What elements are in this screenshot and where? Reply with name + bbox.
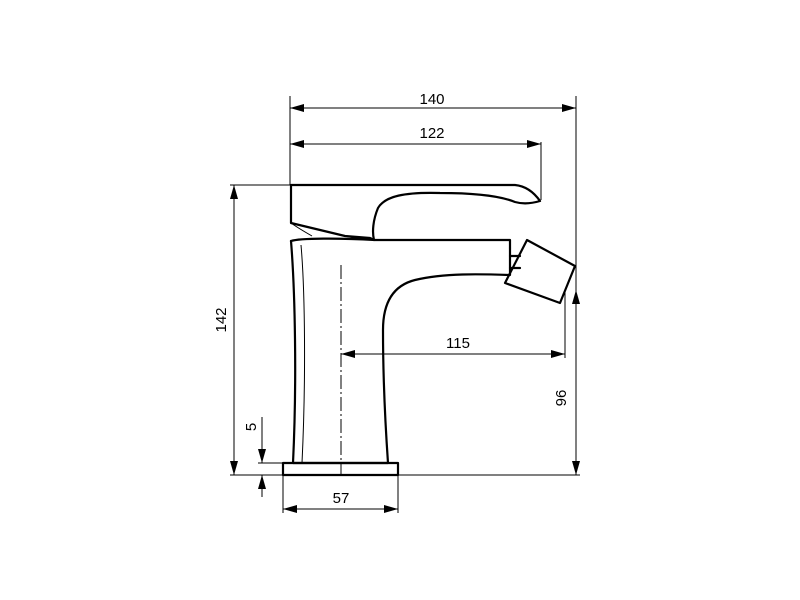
extension-lines xyxy=(230,96,580,513)
dimension-overall-width: 140 xyxy=(290,91,576,112)
dimension-height: 142 xyxy=(213,185,238,475)
faucet-body xyxy=(289,239,512,465)
faucet-body-shade xyxy=(300,244,306,464)
dimension-label-base-width: 57 xyxy=(333,490,350,507)
faucet-outline xyxy=(281,183,577,477)
dimension-label-spout-reach: 115 xyxy=(446,335,470,352)
dimension-spout-reach: 115 xyxy=(341,335,565,358)
dimension-label-spout-height: 96 xyxy=(553,390,570,407)
dimension-label-base-thickness: 5 xyxy=(243,423,260,431)
dimension-lever-width: 122 xyxy=(290,125,541,148)
body-cap xyxy=(289,237,512,250)
spray-nozzle-edge xyxy=(504,239,528,284)
dimension-label-overall-width: 140 xyxy=(419,91,444,108)
dimension-base-width: 57 xyxy=(283,490,398,513)
dimension-label-height: 142 xyxy=(213,307,230,332)
dimension-spout-height: 96 xyxy=(553,290,580,475)
dimension-label-lever-width: 122 xyxy=(419,125,444,142)
lever-handle xyxy=(289,183,542,242)
dimension-base-thickness: 5 xyxy=(243,417,266,497)
